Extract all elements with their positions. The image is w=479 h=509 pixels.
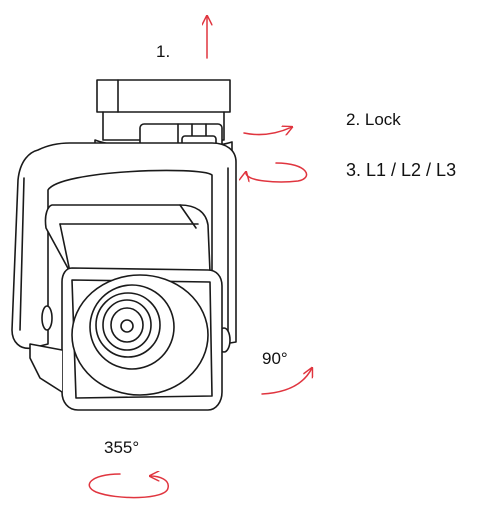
camera-housing <box>44 204 211 273</box>
tilt-arrow-icon <box>261 368 312 395</box>
rotation-arrow-icon <box>88 474 169 499</box>
step-2-label: 2. Lock <box>346 110 401 129</box>
step-3-label: 3. L1 / L2 / L3 <box>346 160 457 180</box>
lens <box>71 274 209 396</box>
step-1-label: 1. <box>156 42 171 61</box>
rotation-angle-label: 355° <box>104 438 140 457</box>
rotate-arrow-icon <box>246 162 308 183</box>
tilt-angle-label: 90° <box>262 349 288 368</box>
curved-arrow-icon <box>243 127 292 135</box>
